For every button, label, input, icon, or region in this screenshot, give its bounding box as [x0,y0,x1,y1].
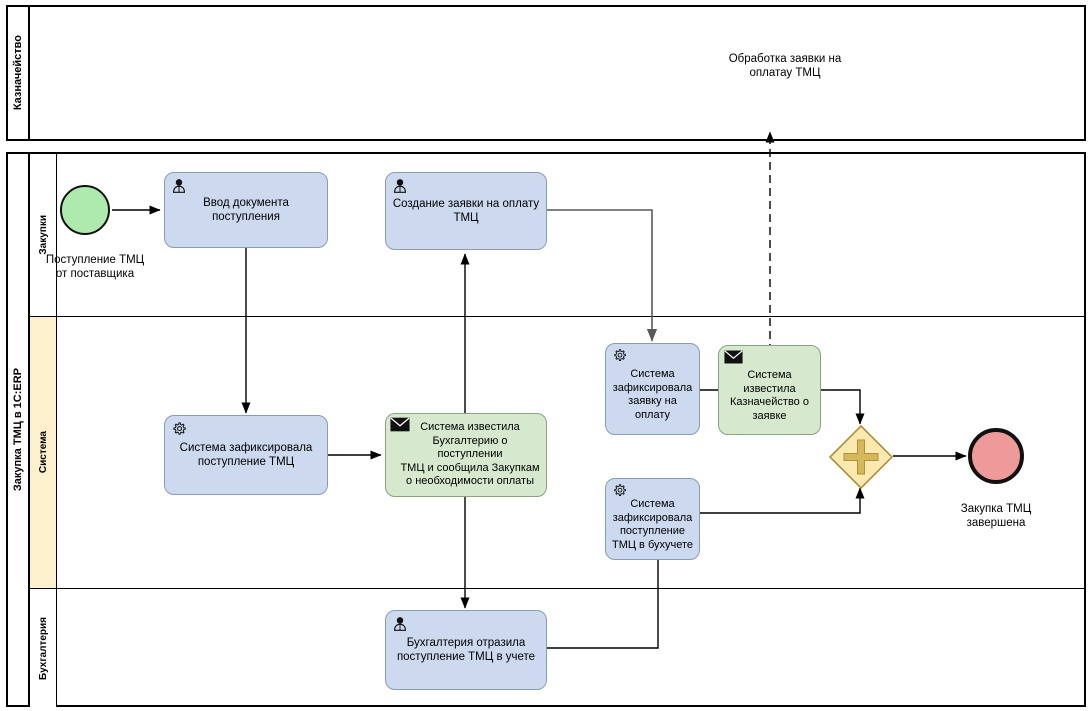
task-buho-line2: поступление ТМЦ в учете [396,651,536,663]
task-buhu-line2: зафиксировала [612,511,693,524]
plus-icon [843,439,879,475]
task-zafp-line2: поступление ТМЦ [197,456,295,468]
task-vvod-text: Ввод документа поступления [170,196,322,224]
task-sozdanie-line2: ТМЦ [453,212,479,224]
pool-treasury-label: Казначейство [8,7,30,139]
task-sistema-zafiksirovala-buhuchet[interactable]: Система зафиксировала поступление ТМЦ в … [605,478,700,560]
task-sistema-izvestila-kaznacheystvo[interactable]: Система известила Казначейство о заявке [718,345,821,435]
gear-icon [610,347,628,365]
task-buhgalteria-otrazila[interactable]: Бухгалтерия отразила поступление ТМЦ в у… [385,610,547,690]
task-izvestila-buh-text: Система известила Бухгалтерию о поступле… [391,421,541,489]
task-zafp-line1: Система зафиксировала [179,442,313,454]
lane-buhgalteria-body [57,589,1086,707]
task-zafz-line4: оплату [634,408,671,421]
lane-sistema-label: Система [30,317,57,588]
gear-icon [610,482,628,500]
task-buhgalteria-otrazila-text: Бухгалтерия отразила поступление ТМЦ в у… [391,636,541,664]
end-event-caption-line2: завершена [966,517,1026,529]
task-buhu-line4: ТМЦ в бухучете [611,538,694,551]
task-izvk-line4: заявке [752,409,787,422]
task-izvk-line1: Система [747,369,792,381]
task-zafz-line3: заявку на [628,395,677,407]
pool-purchase-label: Закупка ТМЦ в 1С:ERP [8,154,30,705]
start-event-postuplenie-tmc[interactable] [60,185,110,235]
pool-treasury-label-text: Казначейство [12,35,24,111]
task-izvb-line3: ТМЦ и сообщила Закупкам [400,461,540,474]
lane-buhgalteria[interactable]: Бухгалтерия [30,589,1086,707]
lane-buhgalteria-label-text: Бухгалтерия [37,616,49,680]
end-event-zakupka-zavershena[interactable] [968,428,1024,484]
task-vvod-line2: поступления [212,211,280,223]
lane-buhgalteria-label: Бухгалтерия [30,589,57,707]
task-sistema-zafiksirovala-postuplenie[interactable]: Система зафиксировала поступление ТМЦ [164,415,328,495]
task-buhu-line3: поступление [619,525,686,537]
user-icon [391,177,409,195]
task-izvb-line2: Бухгалтерию о поступлении [432,434,508,461]
task-zafz-line2: зафиксировала [612,381,693,394]
pool-treasury-body: Обработка заявки на оплатау ТМЦ [30,7,1084,139]
user-icon [170,177,188,195]
start-event-caption-line2: от поставщика [55,268,135,280]
envelope-icon [390,417,410,435]
task-vvod-line1: Ввод документа [203,197,289,209]
task-sozdanie-text: Создание заявки на оплату ТМЦ [391,197,541,225]
task-vvod-dokumenta-postupleniya[interactable]: Ввод документа поступления [164,172,328,248]
task-izvestila-kazn-text: Система известила Казначейство о заявке [724,357,815,423]
task-sistema-zafiksirovala-zayavku[interactable]: Система зафиксировала заявку на оплату [605,343,700,435]
envelope-icon [724,350,743,368]
start-event-caption: Поступление ТМЦ от поставщика [35,253,155,281]
treasury-annotation-line1: Обработка заявки на [728,53,842,65]
pool-purchase-label-text: Закупка ТМЦ в 1С:ERP [12,367,24,492]
treasury-annotation-line2: оплатау ТМЦ [749,67,821,79]
gear-icon [170,420,188,438]
user-icon [391,615,409,633]
lane-zakupki-label: Закупки [30,154,57,316]
treasury-annotation: Обработка заявки на оплатау ТМЦ [685,52,885,80]
lane-zakupki-label-text: Закупки [37,215,49,255]
start-event-caption-line1: Поступление ТМЦ [45,254,145,266]
task-zafz-line1: Система [630,368,675,380]
end-event-caption-line1: Закупка ТМЦ [960,503,1032,515]
task-izvk-line2: известила [743,382,796,395]
pool-treasury[interactable]: Казначейство Обработка заявки на оплатау… [6,5,1086,141]
task-zafiksirovala-postuplenie-text: Система зафиксировала поступление ТМЦ [170,441,322,469]
task-izvb-line1: Система известила [420,421,520,434]
task-buho-line1: Бухгалтерия отразила [406,637,526,649]
task-izvb-line4: о необходимости оплаты [406,475,534,488]
task-zafiksirovala-zayavku-text: Система зафиксировала заявку на оплату [611,356,694,422]
lane-sistema-label-text: Система [37,431,49,474]
task-izvk-line3: Казначейство о [730,396,809,408]
task-sistema-izvestila-buhgalteriyu[interactable]: Система известила Бухгалтерию о поступле… [385,413,547,497]
gateway-parallel-join[interactable] [828,424,894,490]
task-sozdanie-line1: Создание заявки на оплату [392,198,540,210]
end-event-caption: Закупка ТМЦ завершена [936,502,1056,530]
task-sozdanie-zayavki-na-oplatu[interactable]: Создание заявки на оплату ТМЦ [385,172,547,250]
task-buhuchet-text: Система зафиксировала поступление ТМЦ в … [611,486,694,552]
task-buhu-line1: Система [630,498,675,510]
